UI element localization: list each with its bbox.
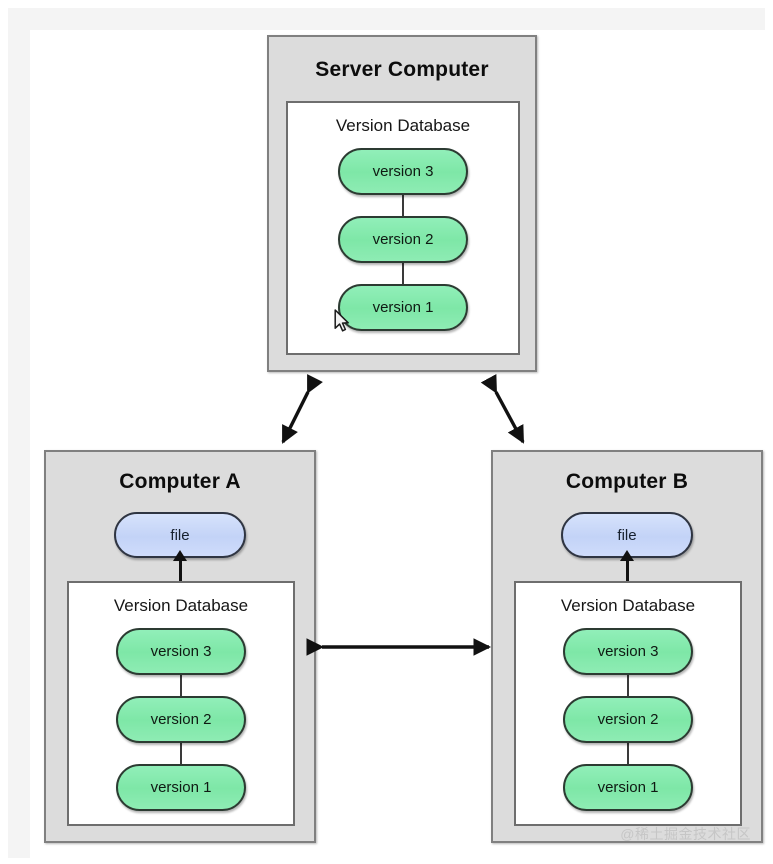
- computer-a-version-1[interactable]: version 1: [116, 764, 246, 811]
- version-connector: [402, 263, 404, 284]
- computer-b-version-2[interactable]: version 2: [563, 696, 693, 743]
- server-version-database-title: Version Database: [335, 116, 471, 135]
- computer-b-panel: Computer B file Version Database version…: [491, 450, 763, 843]
- computer-a-checkout-arrow: [173, 550, 187, 581]
- computer-b-version-stack: version 3 version 2 version 1: [516, 628, 740, 811]
- computer-b-title: Computer B: [565, 470, 689, 493]
- version-connector: [402, 195, 404, 216]
- server-computer-panel: Server Computer Version Database version…: [267, 35, 537, 372]
- watermark: @稀土掘金技术社区: [620, 826, 751, 842]
- computer-a-title: Computer A: [119, 470, 241, 493]
- diagram-canvas: Server Computer Version Database version…: [8, 8, 765, 858]
- version-row: version 3: [69, 628, 293, 675]
- computer-b-version-database-box: Version Database version 3 version 2 ver…: [514, 581, 742, 826]
- version-row: version 1: [69, 764, 293, 811]
- version-row: version 2: [288, 216, 518, 263]
- arrow-server-to-computer-b: [480, 374, 525, 444]
- version-row: version 2: [69, 696, 293, 743]
- computer-a-version-stack: version 3 version 2 version 1: [69, 628, 293, 811]
- mouse-pointer-icon: [334, 309, 349, 332]
- computer-a-panel: Computer A file Version Database version…: [44, 450, 316, 843]
- computer-b-version-1[interactable]: version 1: [563, 764, 693, 811]
- server-version-3[interactable]: version 3: [338, 148, 468, 195]
- server-computer-title: Server Computer: [315, 58, 489, 81]
- computer-b-checkout-arrow: [620, 550, 634, 581]
- version-connector: [180, 675, 182, 696]
- computer-a-version-3[interactable]: version 3: [116, 628, 246, 675]
- computer-a-file-capsule[interactable]: file: [114, 512, 246, 558]
- version-row: version 2: [516, 696, 740, 743]
- arrow-computer-a-to-computer-b: [306, 638, 492, 656]
- computer-a-version-database-title: Version Database: [113, 596, 249, 615]
- arrow-server-to-computer-a: [281, 374, 323, 444]
- version-connector: [627, 743, 629, 764]
- server-version-stack: version 3 version 2 version 1: [288, 148, 518, 331]
- server-version-1[interactable]: version 1: [338, 284, 468, 331]
- version-connector: [627, 675, 629, 696]
- version-row: version 3: [516, 628, 740, 675]
- server-version-database-box: Version Database version 3 version 2 ver…: [286, 101, 520, 355]
- computer-b-version-database-title: Version Database: [560, 596, 696, 615]
- version-connector: [180, 743, 182, 764]
- version-row: version 1: [288, 284, 518, 331]
- computer-a-version-database-box: Version Database version 3 version 2 ver…: [67, 581, 295, 826]
- computer-a-version-2[interactable]: version 2: [116, 696, 246, 743]
- version-row: version 3: [288, 148, 518, 195]
- version-row: version 1: [516, 764, 740, 811]
- computer-b-version-3[interactable]: version 3: [563, 628, 693, 675]
- server-version-2[interactable]: version 2: [338, 216, 468, 263]
